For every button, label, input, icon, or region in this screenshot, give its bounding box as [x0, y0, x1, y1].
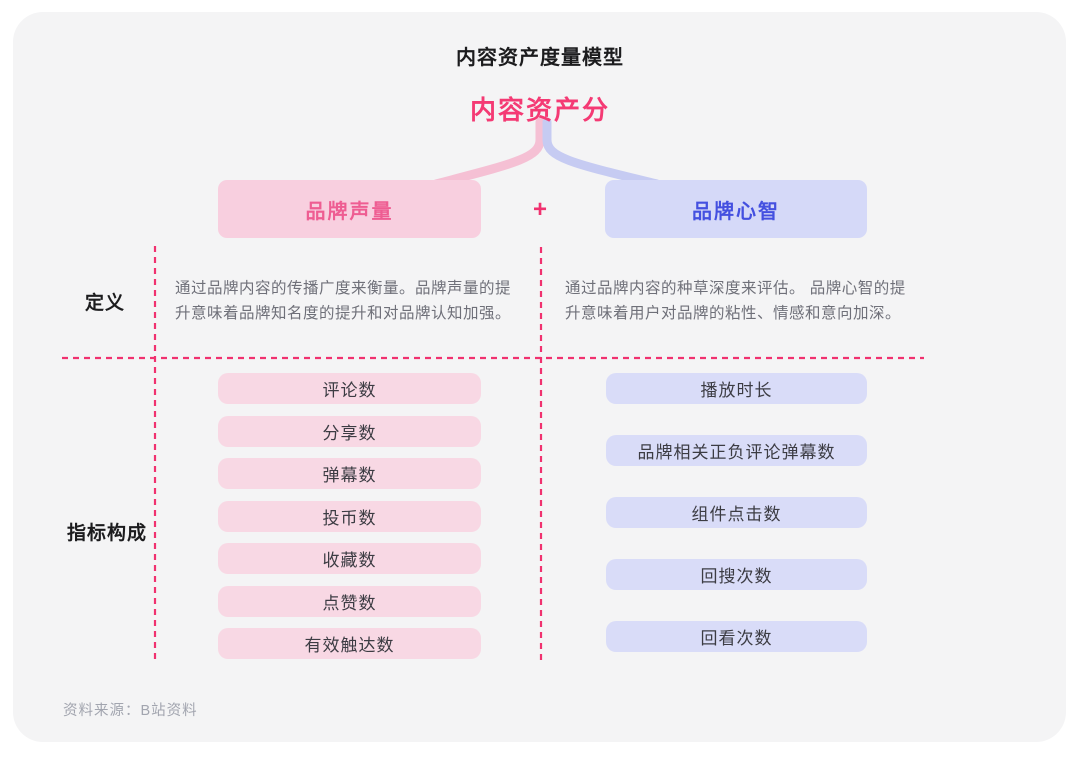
plus-separator: + [532, 196, 547, 223]
metric-item: 评论数 [218, 373, 481, 404]
metric-item: 品牌相关正负评论弹幕数 [606, 435, 867, 466]
metrics-row-label: 指标构成 [67, 523, 148, 544]
definition-row-label: 定义 [85, 293, 126, 314]
metric-item: 投币数 [218, 500, 481, 532]
metric-item: 播放时长 [606, 373, 867, 404]
metric-item: 回搜次数 [606, 559, 867, 590]
brand-voice-metric-list: 评论数 分享数 弹幕数 投币数 收藏数 点赞数 有效触达数 [218, 373, 481, 659]
branch-box-brand-mind-label: 品牌心智 [692, 200, 780, 223]
branch-box-brand-voice-label: 品牌声量 [305, 200, 394, 223]
metric-item: 组件点击数 [606, 497, 867, 528]
metric-item: 分享数 [218, 415, 481, 447]
metric-item: 弹幕数 [218, 458, 481, 489]
branch-box-brand-mind: 品牌心智 [605, 180, 867, 238]
metric-item: 收藏数 [218, 543, 481, 574]
data-source-note: 资料来源：B站资料 [63, 703, 198, 719]
model-name-heading: 内容资产分 [469, 95, 610, 125]
metric-item: 点赞数 [218, 585, 481, 617]
metric-item: 回看次数 [606, 621, 867, 652]
metric-item: 有效触达数 [218, 628, 481, 659]
brand-voice-definition: 通过品牌内容的传播广度来衡量。品牌声量的提升意味着品牌知名度的提升和对品牌认知加… [175, 280, 512, 322]
branch-box-brand-voice: 品牌声量 [218, 180, 481, 238]
brand-mind-definition: 通过品牌内容的种草深度来评估。 品牌心智的提升意味着用户对品牌的粘性、情感和意向… [565, 280, 906, 322]
page-title: 内容资产度量模型 [456, 47, 624, 69]
brand-mind-metric-list: 播放时长 品牌相关正负评论弹幕数 组件点击数 回搜次数 回看次数 [606, 373, 867, 652]
